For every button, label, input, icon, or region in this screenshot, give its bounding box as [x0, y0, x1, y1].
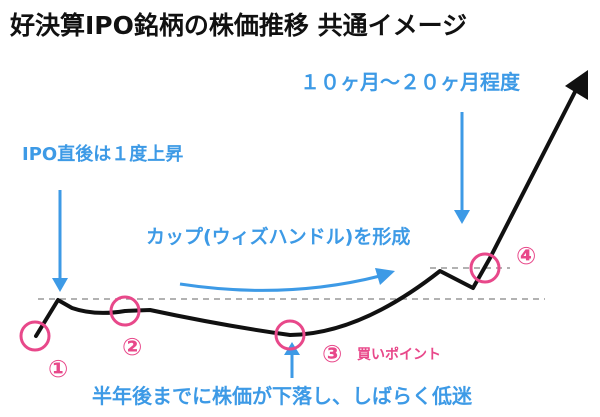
trend-arrowhead	[565, 70, 588, 100]
marker-circle-1	[19, 320, 51, 352]
duration-label: １０ヶ月〜２０ヶ月程度	[300, 70, 521, 94]
cup-handle-arrowhead	[375, 268, 395, 285]
cup-handle-label: カップ(ウィズハンドル)を形成	[146, 225, 410, 248]
decline-label: 半年後までに株価が下落し、しばらく低迷	[92, 384, 473, 408]
marker-label-3: ③	[322, 340, 342, 368]
marker-label-1: ①	[48, 355, 68, 383]
duration-arrowhead	[454, 210, 470, 224]
marker-label-4: ④	[516, 242, 536, 270]
diagram-title: 好決算IPO銘柄の株価推移 共通イメージ	[9, 11, 467, 40]
cup-handle-arrow-shaft	[179, 274, 381, 292]
buy-point-label: 買いポイント	[357, 346, 441, 363]
ipo-rise-label: IPO直後は１度上昇	[22, 143, 183, 165]
ipo-rise-arrowhead	[52, 278, 68, 292]
price-trend-line	[34, 84, 580, 338]
marker-label-2: ②	[122, 333, 142, 361]
marker-circle-3	[274, 319, 306, 351]
marker-circle-2	[109, 295, 141, 327]
marker-circle-4	[469, 252, 501, 284]
